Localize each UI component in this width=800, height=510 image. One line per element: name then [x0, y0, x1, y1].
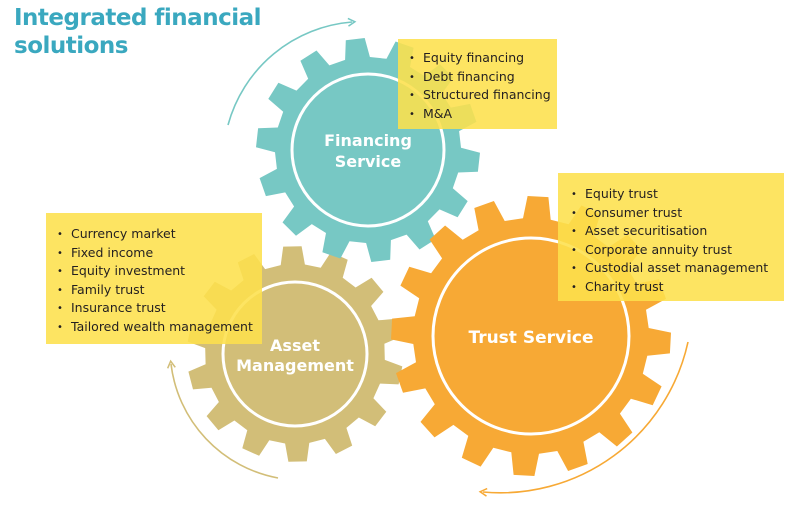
gear-label-financing-line1: Financing — [324, 131, 412, 150]
list-item: Insurance trust — [57, 299, 253, 318]
gear-label-asset-line2: Management — [236, 356, 354, 375]
note-financing: Equity financing Debt financing Structur… — [409, 49, 551, 123]
gear-label-trust: Trust Service — [468, 328, 593, 348]
list-item: Charity trust — [571, 278, 768, 297]
list-item: Equity investment — [57, 262, 253, 281]
list-item: Equity financing — [409, 49, 551, 68]
rotation-arrow-asset — [166, 359, 279, 479]
note-trust: Equity trust Consumer trust Asset securi… — [571, 185, 768, 296]
list-item: Family trust — [57, 281, 253, 300]
list-item: Debt financing — [409, 68, 551, 87]
gear-label-asset-line1: Asset — [270, 336, 320, 355]
list-item: M&A — [409, 105, 551, 124]
list-item: Consumer trust — [571, 204, 768, 223]
note-asset: Currency market Fixed income Equity inve… — [57, 225, 253, 336]
list-item: Corporate annuity trust — [571, 241, 768, 260]
gear-label-financing-line2: Service — [335, 152, 402, 171]
page-title: Integrated financial solutions — [14, 5, 262, 59]
list-item: Custodial asset management — [571, 259, 768, 278]
list-item: Structured financing — [409, 86, 551, 105]
list-item: Currency market — [57, 225, 253, 244]
list-item: Asset securitisation — [571, 222, 768, 241]
list-item: Tailored wealth management — [57, 318, 253, 337]
rotation-arrow-financing — [227, 17, 357, 126]
rotation-arrow-trust — [478, 341, 689, 497]
list-item: Equity trust — [571, 185, 768, 204]
list-item: Fixed income — [57, 244, 253, 263]
